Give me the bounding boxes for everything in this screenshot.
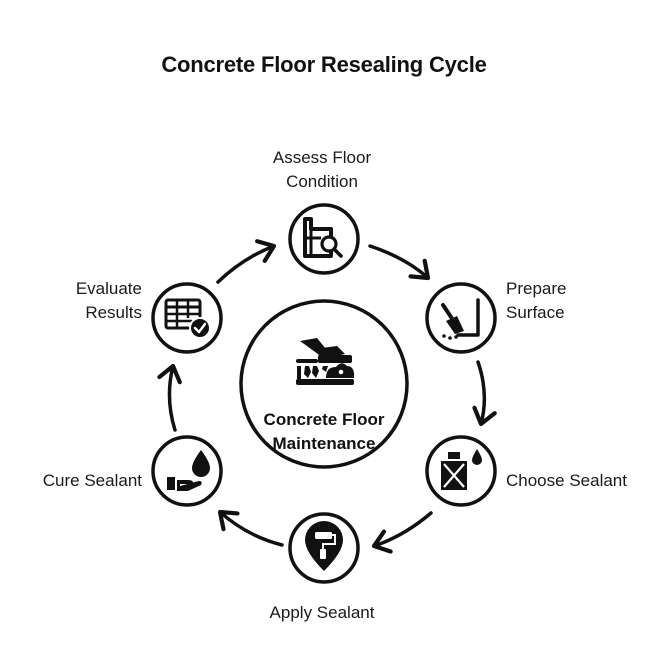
concrete-pour-icon bbox=[296, 338, 355, 385]
step-apply-node bbox=[288, 512, 360, 584]
step-label-cure: Cure Sealant bbox=[0, 469, 142, 493]
arrow-assess-to-prepare bbox=[368, 244, 431, 281]
arrow-apply-to-cure bbox=[217, 509, 284, 547]
step-label-line: Results bbox=[85, 303, 142, 322]
center-label-line-2: Maintenance bbox=[272, 434, 376, 453]
step-choose-node bbox=[425, 435, 497, 507]
step-label-choose: Choose Sealant bbox=[506, 469, 627, 493]
step-evaluate-node bbox=[151, 282, 223, 354]
broom-icon bbox=[441, 298, 480, 340]
diagram-title: Concrete Floor Resealing Cycle bbox=[161, 52, 487, 77]
step-label-line: Choose Sealant bbox=[506, 471, 627, 490]
sealant-bottle-icon bbox=[441, 449, 482, 490]
center-label: Concrete Floor Maintenance bbox=[244, 408, 404, 456]
step-label-line: Evaluate bbox=[75, 279, 142, 298]
step-label-line: Apply Sealant bbox=[269, 603, 375, 622]
center-label-line-1: Concrete Floor bbox=[263, 410, 385, 429]
hand-drop-icon bbox=[167, 450, 210, 491]
checklist-icon bbox=[164, 298, 211, 339]
step-label-line: Assess Floor bbox=[272, 148, 372, 167]
step-label-assess: Assess Floor Condition bbox=[234, 146, 410, 194]
step-assess-node bbox=[288, 203, 360, 275]
arrow-cure-to-evaluate bbox=[157, 363, 182, 432]
step-label-line: Surface bbox=[506, 303, 565, 322]
step-label-apply: Apply Sealant bbox=[234, 601, 410, 625]
paint-roller-icon bbox=[305, 521, 343, 571]
arrow-choose-to-apply bbox=[371, 511, 433, 554]
step-label-line: Cure Sealant bbox=[42, 471, 142, 490]
step-label-line: Condition bbox=[286, 172, 358, 191]
step-cure-node bbox=[151, 435, 223, 507]
arrow-prepare-to-choose bbox=[472, 360, 497, 427]
step-label-prepare: Prepare Surface bbox=[506, 277, 566, 325]
floor-inspect-icon bbox=[303, 217, 343, 258]
step-prepare-node bbox=[425, 282, 497, 354]
step-label-evaluate: Evaluate Results bbox=[0, 277, 142, 325]
step-label-line: Prepare bbox=[506, 279, 567, 298]
arrow-evaluate-to-assess bbox=[216, 239, 277, 284]
